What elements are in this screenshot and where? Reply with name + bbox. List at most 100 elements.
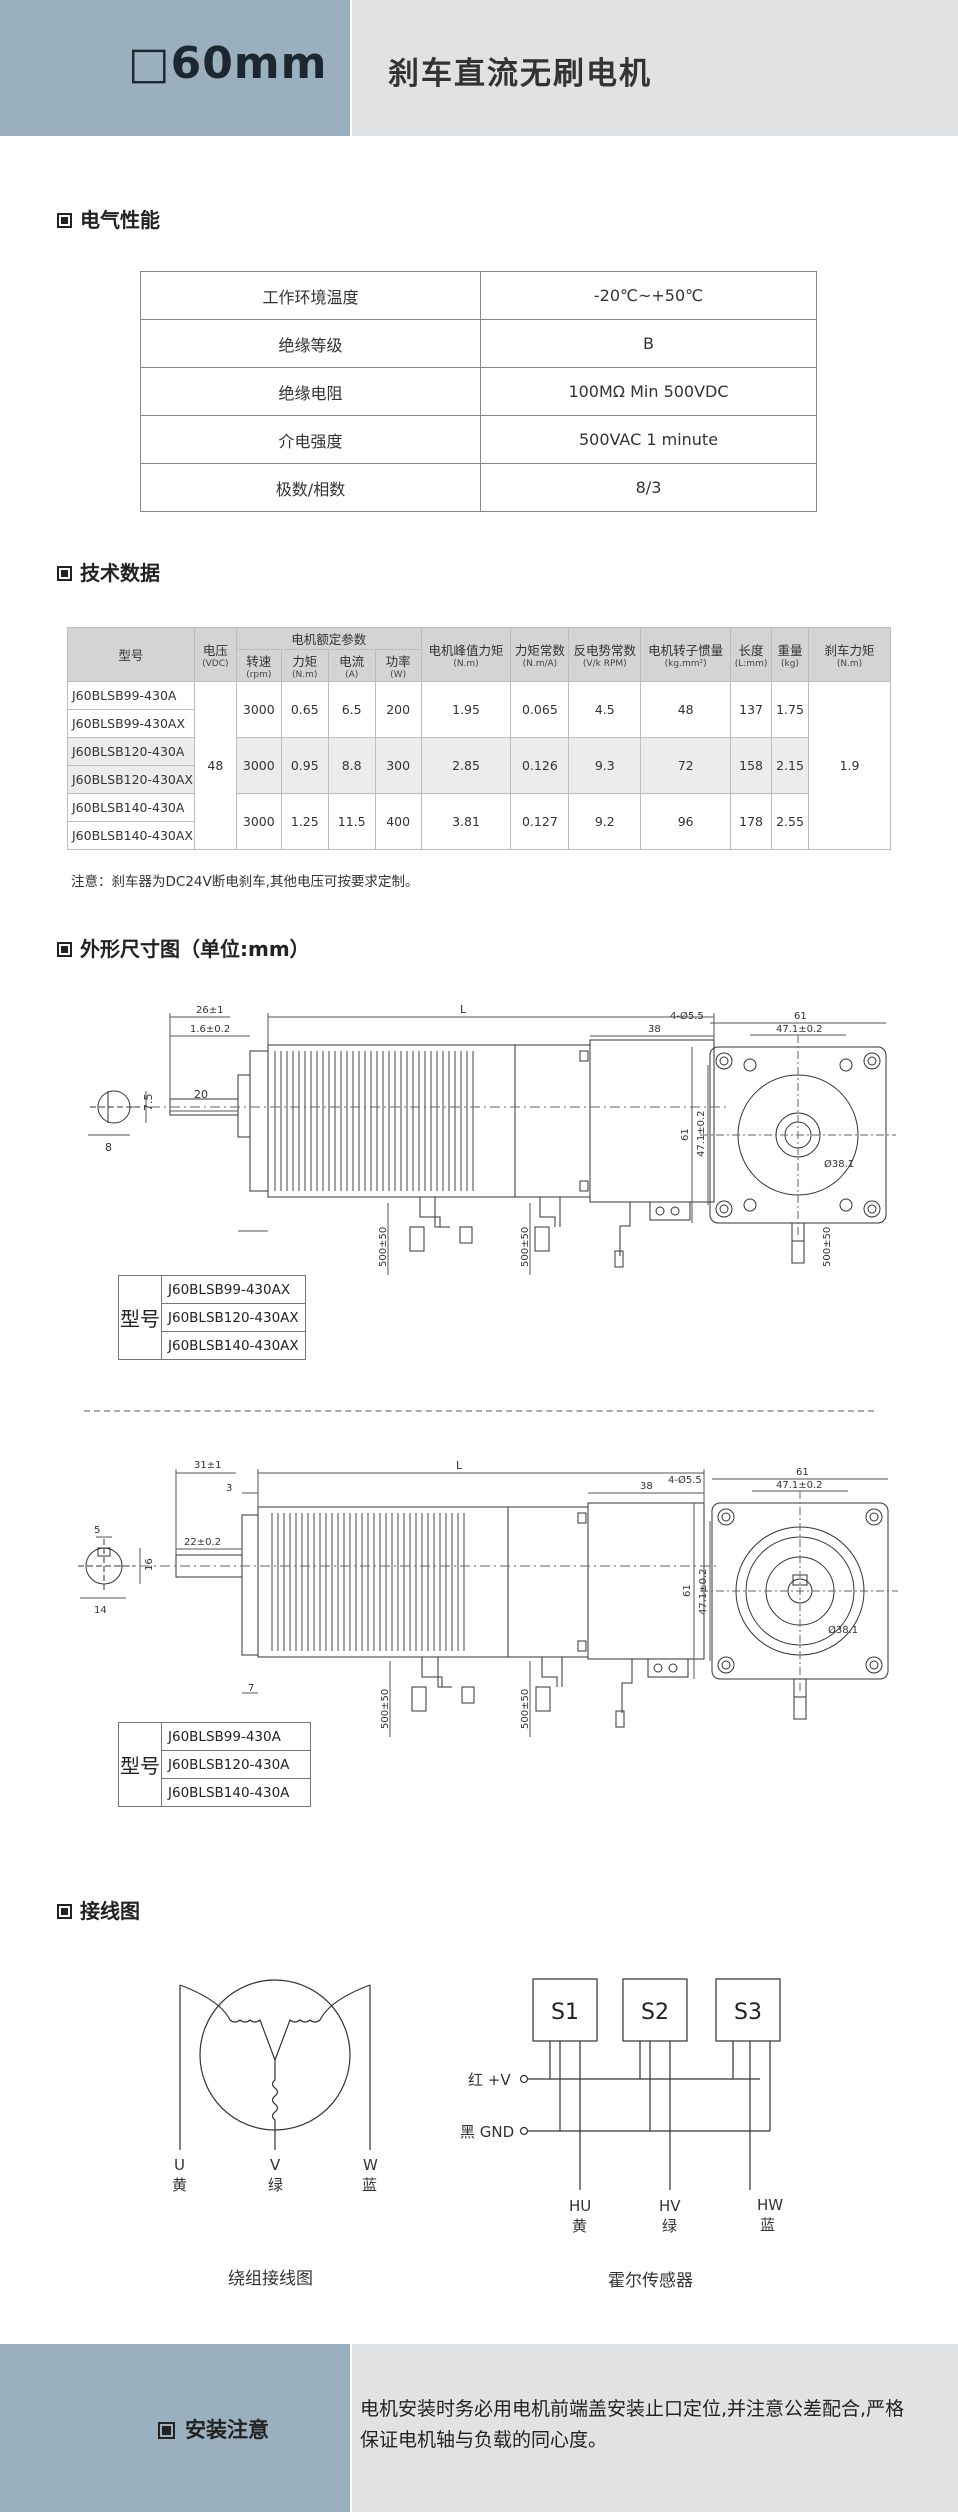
th-rated-group: 电机额定参数: [235, 627, 422, 650]
dim-L: L: [456, 1459, 463, 1472]
output-hv: HV: [659, 2197, 681, 2215]
footer-right-band: [352, 2344, 958, 2512]
cell-speed: 3000: [235, 681, 282, 738]
model-table-item: J60BLSB99-430A: [161, 1722, 311, 1751]
section-dimensions-title: 外形尺寸图（单位:mm）: [57, 933, 310, 962]
drawing-divider: [84, 1410, 874, 1412]
dim-61-side: 61: [682, 1584, 693, 1597]
table-row: J60BLSB140-430AX: [67, 821, 891, 850]
model-table-item: J60BLSB120-430AX: [161, 1303, 306, 1332]
dimension-drawing-ax: 26±1 1.6±0.2 L 38 20 7.5 8 500±50 500±50…: [88, 1003, 896, 1275]
th-model: 型号: [67, 627, 195, 682]
section-wiring-title: 接线图: [57, 1895, 140, 1924]
stator-circle: [199, 1979, 351, 2131]
cell-kt: 0.126: [510, 737, 570, 794]
cell-inertia: 48: [640, 681, 732, 738]
dim-16: 16: [144, 1558, 155, 1571]
dimension-drawing-a: 31±1 3 L 38 22±0.2 5 16 14 7 500±50 500±…: [78, 1459, 898, 1737]
cell-length: 178: [730, 793, 773, 850]
cell-ke: 9.3: [568, 737, 642, 794]
output-hw: HW: [757, 2196, 783, 2214]
side-view: [120, 1502, 720, 1728]
dim-3: 3: [226, 1483, 232, 1494]
power-terminal: [519, 2074, 529, 2084]
model-cell: J60BLSB120-430A: [67, 737, 195, 766]
coil-u: [179, 1984, 276, 2061]
dim-61-top: 61: [796, 1467, 809, 1478]
dim-7-5: 7.5: [142, 1094, 155, 1112]
model-table-label: 型号: [118, 1275, 162, 1360]
dim-500-front: 500±50: [822, 1227, 833, 1267]
cell-power: 400: [374, 793, 422, 850]
terminal-w: W: [363, 2156, 378, 2174]
cell-kt: 0.127: [510, 793, 570, 850]
dim-20: 20: [194, 1088, 208, 1101]
cell-weight: 1.75: [771, 681, 810, 738]
technical-table: 型号 电压(VDC) 电机额定参数 电机峰值力矩(N.m) 力矩常数(N.m/A…: [67, 627, 891, 850]
cell-peak: 3.81: [420, 793, 512, 850]
dim-38: 38: [640, 1481, 653, 1492]
sensor-s3-box: [715, 1978, 781, 2042]
dim-dia: Ø38.1: [824, 1158, 854, 1170]
dim-31: 31±1: [194, 1460, 221, 1471]
model-cell: J60BLSB99-430A: [67, 681, 195, 710]
dim-8: 8: [105, 1141, 112, 1154]
th-length: 长度(L:mm): [730, 627, 773, 682]
hall-caption: 霍尔传感器: [608, 2271, 693, 2291]
dim-500-b: 500±50: [520, 1689, 531, 1729]
cell-ke: 4.5: [568, 681, 642, 738]
side-view: [130, 1039, 730, 1268]
electrical-label: 工作环境温度: [140, 271, 481, 320]
winding-diagram: U 黄 V 绿 W 蓝: [172, 1979, 378, 2194]
th-inertia: 电机转子惯量(kg.mm²): [640, 627, 732, 682]
winding-caption: 绕组接线图: [228, 2269, 313, 2289]
output-hu: HU: [569, 2197, 591, 2215]
section-electrical-text: 电气性能: [80, 208, 160, 232]
section-technical-text: 技术数据: [80, 561, 160, 585]
terminal-u: U: [174, 2156, 185, 2174]
header-model: □60mm: [128, 38, 328, 89]
th-peak-torque: 电机峰值力矩(N.m): [420, 627, 512, 682]
sensor-s2-box: [622, 1978, 688, 2042]
output-hv-color: 绿: [662, 2217, 677, 2235]
coil-v: [271, 2060, 279, 2130]
dim-26: 26±1: [196, 1005, 223, 1016]
cell-inertia: 72: [640, 737, 732, 794]
section-electrical-title: 电气性能: [57, 204, 160, 233]
dim-500-a: 500±50: [380, 1689, 391, 1729]
cell-power: 200: [374, 681, 422, 738]
tech-note: 注意：刹车器为DC24V断电刹车,其他电压可按要求定制。: [71, 874, 419, 890]
electrical-label: 绝缘电阻: [140, 367, 481, 416]
model-cell: J60BLSB140-430A: [67, 793, 195, 822]
dim-500-a: 500±50: [378, 1227, 389, 1267]
cell-peak: 2.85: [420, 737, 512, 794]
dim-61-side: 61: [680, 1128, 691, 1141]
model-table-label: 型号: [118, 1722, 162, 1807]
electrical-label: 绝缘等级: [140, 319, 481, 368]
electrical-label: 极数/相数: [140, 463, 481, 512]
voltage-cell: 48: [193, 681, 237, 850]
model-table-item: J60BLSB99-430AX: [161, 1275, 306, 1304]
dim-hole: 4-Ø5.5: [668, 1474, 702, 1486]
cell-weight: 2.55: [771, 793, 810, 850]
model-cell: J60BLSB120-430AX: [67, 765, 195, 794]
electrical-value: 8/3: [480, 463, 817, 512]
electrical-value: 500VAC 1 minute: [480, 415, 817, 464]
brake-cell: 1.9: [808, 681, 891, 850]
dim-L: L: [460, 1003, 467, 1016]
front-view: [700, 1491, 898, 1720]
dim-61-top: 61: [794, 1011, 807, 1022]
dim-7: 7: [248, 1683, 254, 1694]
front-view: [700, 1035, 896, 1264]
cell-speed: 3000: [235, 737, 282, 794]
model-table-item: J60BLSB140-430AX: [161, 1331, 306, 1360]
model-cell: J60BLSB140-430AX: [67, 821, 195, 850]
cell-length: 158: [730, 737, 773, 794]
th-torque: 力矩(N.m): [280, 649, 329, 682]
